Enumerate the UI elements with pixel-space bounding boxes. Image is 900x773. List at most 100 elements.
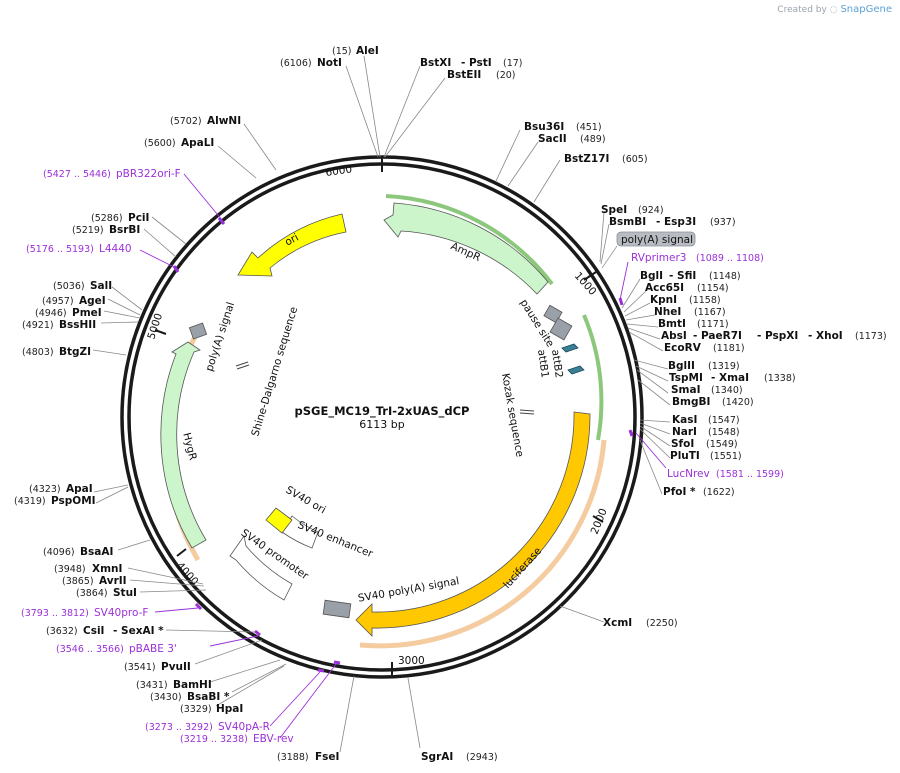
enzyme-bsshii[interactable]: BssHII [59,319,96,331]
enzyme-bsrbi[interactable]: BsrBI [109,224,140,236]
enzyme-alwni[interactable]: AlwNI [207,115,241,127]
enzyme-xmai[interactable]: - XmaI [711,372,749,384]
enzyme-ecorv[interactable]: EcoRV [664,342,702,354]
primer-pos-l4440: (5176 .. 5193) [26,244,94,255]
enzyme-bsaai[interactable]: BsaAI [80,546,113,558]
feature-sv40-enhancer[interactable]: SV40 enhancer [281,515,375,560]
enzyme-pos-bsteii: (20) [496,70,516,81]
primer-l4440[interactable]: L4440 [99,243,132,255]
enzyme-xcmi[interactable]: XcmI [603,617,632,629]
sv40-ori-label: SV40 ori [284,484,328,517]
polya-left-label: poly(A) signal [203,301,237,373]
pause-site-label: pause site [517,297,556,349]
enzyme-nari[interactable]: NarI [672,426,697,438]
enzyme-pos-psti: (17) [503,58,523,69]
primer-rvprimer3[interactable]: RVprimer3 [631,252,687,264]
primer-sv40pro-f[interactable]: SV40pro-F [94,607,148,619]
primer-pbabe3[interactable]: pBABE 3' [129,643,177,655]
enzyme-bsabi[interactable]: BsaBI * [187,691,230,703]
enzyme-smai[interactable]: SmaI [671,384,701,396]
enzyme-pvuii[interactable]: PvuII [161,661,191,673]
enzyme-sali[interactable]: SalI [90,280,112,292]
enzyme-alei[interactable]: AleI [356,45,379,57]
tick-label-6000: 6000 [325,163,353,179]
enzyme-pos-stui: (3864) [76,588,108,599]
enzyme-bmti[interactable]: BmtI [658,318,686,330]
enzyme-bgli[interactable]: BglI [640,270,663,282]
enzyme-pos-acc65i: (1154) [697,283,729,294]
enzyme-apai[interactable]: ApaI [66,483,93,495]
enzyme-noti[interactable]: NotI [317,57,342,69]
highlight-arc-luciferase [359,439,607,649]
feature-kozak[interactable]: Kozak sequence [499,372,535,458]
feature-shine-dalgarno[interactable]: Shine-Dalgarno sequence [235,305,300,438]
enzyme-bamhi[interactable]: BamHI [173,679,212,691]
enzyme-sacii[interactable]: SacII [538,133,567,145]
enzyme-kpni[interactable]: KpnI [650,294,677,306]
highlight-arc-right [582,314,604,441]
enzyme-pfoi[interactable]: PfoI * [663,486,696,498]
primer-pbr322ori-f[interactable]: pBR322ori-F [116,168,181,180]
enzyme-pos-noti: (6106) [280,58,312,69]
enzyme-pos-fsei: (3188) [277,752,309,763]
feature-ori[interactable]: ori [237,213,347,277]
feature-pause-site[interactable]: pause site [517,297,573,349]
enzyme-sfii[interactable]: - SfiI [669,270,696,282]
enzyme-stui[interactable]: StuI [113,587,137,599]
enzyme-pspxi[interactable]: - PspXI [757,330,798,342]
enzyme-pos-pmei: (4946) [35,308,67,319]
feature-attb[interactable]: attB1 attB2 [535,343,585,379]
enzyme-spei[interactable]: SpeI [601,204,627,216]
enzyme-bsteii[interactable]: BstEII [447,69,481,81]
enzyme-bsu36i[interactable]: Bsu36I [524,121,564,133]
feature-hygr[interactable]: HygR [160,341,207,549]
enzyme-psti[interactable]: - PstI [461,57,492,69]
enzyme-pos-pspomi: (4319) [14,496,46,507]
polya-callout[interactable]: poly(A) signal [601,231,696,269]
enzyme-bstz17i[interactable]: BstZ17I [564,153,609,165]
enzyme-absi[interactable]: AbsI [661,330,687,342]
enzyme-pmei[interactable]: PmeI [72,307,102,319]
primer-lucnrev[interactable]: LucNrev [667,468,710,480]
enzyme-paer7i[interactable]: - PaeR7I [693,330,742,342]
polya-callout-label: poly(A) signal [621,234,693,246]
enzyme-hpai[interactable]: HpaI [216,703,243,715]
enzyme-pos-agei: (4957) [42,296,74,307]
enzyme-tspmi[interactable]: TspMI [669,372,703,384]
enzyme-bglii[interactable]: BglII [668,360,695,372]
enzyme-pspomi[interactable]: PspOMI [51,495,96,507]
enzyme-sgrai[interactable]: SgrAI [421,751,453,763]
enzyme-pos-pvuii: (3541) [124,662,156,673]
enzyme-bmgbi[interactable]: BmgBI [672,396,710,408]
enzyme-sfoi[interactable]: SfoI [671,438,694,450]
enzyme-csii[interactable]: CsiI [83,625,104,637]
enzyme-acc65i[interactable]: Acc65I [645,282,684,294]
enzyme-agei[interactable]: AgeI [79,295,106,307]
enzyme-bsmbi[interactable]: BsmBI [609,216,646,228]
enzyme-esp3i[interactable]: - Esp3I [656,216,696,228]
ori-label: ori [283,232,301,249]
enzyme-pos-sgrai: (2943) [466,752,498,763]
primer-sv40pa-r[interactable]: SV40pA-R [218,721,270,733]
attb2-label: attB2 [549,349,565,379]
enzyme-xhoi[interactable]: - XhoI [808,330,843,342]
primer-ebv-rev[interactable]: EBV-rev [253,733,294,745]
feature-polya-left[interactable]: poly(A) signal [188,301,237,373]
enzyme-pos-bsshii: (4921) [22,320,54,331]
enzyme-pos-xmni: (3948) [54,564,86,575]
snapgene-brand: SnapGene [840,4,892,15]
enzyme-bstxi[interactable]: BstXI [420,57,451,69]
enzyme-sexai[interactable]: - SexAI * [113,625,164,637]
enzyme-pcii[interactable]: PciI [128,212,149,224]
enzyme-apali[interactable]: ApaLI [181,137,214,149]
plasmid-size: 6113 bp [359,418,404,431]
enzyme-fsei[interactable]: FseI [315,751,339,763]
enzyme-kasi[interactable]: KasI [672,414,697,426]
enzyme-avrii[interactable]: AvrII [99,575,127,587]
enzyme-xmni[interactable]: XmnI [92,563,122,575]
enzyme-pluti[interactable]: PluTI [670,450,700,462]
enzyme-nhei[interactable]: NheI [654,306,681,318]
enzyme-pos-kasi: (1547) [708,415,740,426]
shine-dalgarno-label: Shine-Dalgarno sequence [249,305,300,437]
enzyme-btgzi[interactable]: BtgZI [59,346,91,358]
